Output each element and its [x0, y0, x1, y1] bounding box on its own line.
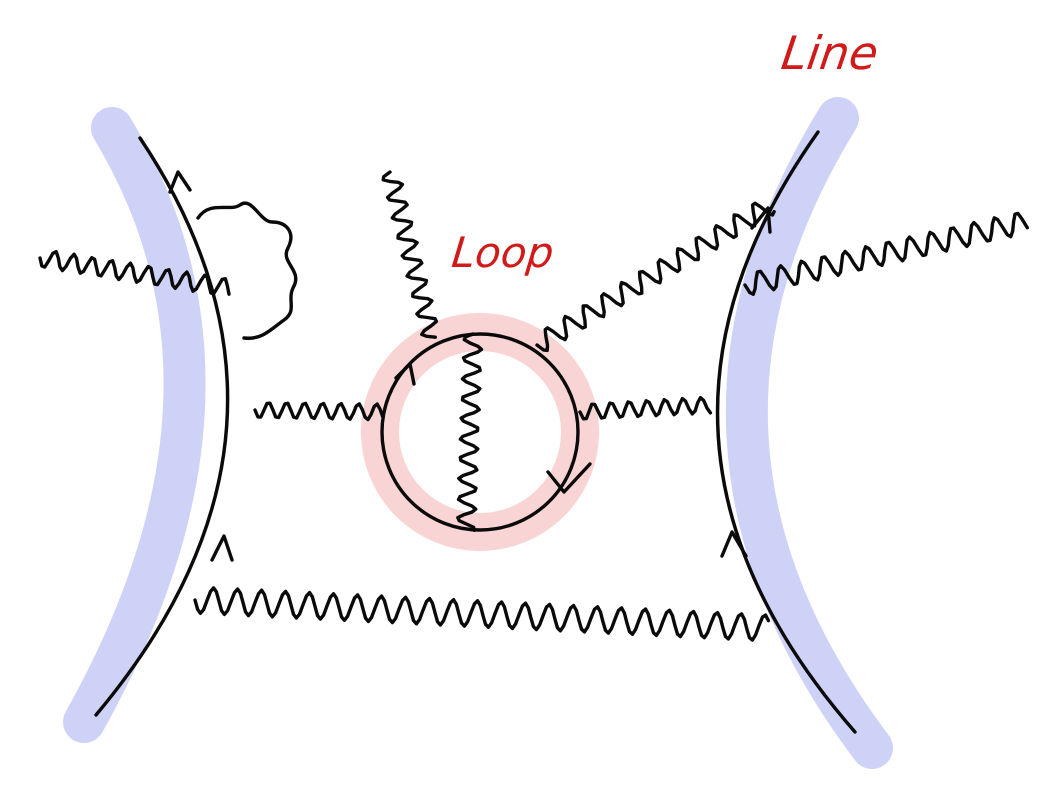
right-fermion-line: [715, 130, 857, 734]
loop-highlight: [361, 313, 599, 551]
photon-right-external: [743, 211, 1029, 296]
photon-left-to-loop: [253, 401, 385, 422]
loop-label: Loop: [449, 228, 557, 277]
photon-bottom-exchange: [193, 586, 771, 642]
arrow-left-upper: [168, 170, 192, 194]
line-label: Line: [778, 26, 882, 80]
right-line-highlight: [725, 97, 893, 769]
photon-loop-to-right: [578, 395, 713, 421]
arrow-loop-lower: [546, 462, 592, 494]
photon-left-self-energy: [196, 201, 298, 340]
photon-loop-to-right-line: [535, 201, 776, 353]
photon-loop-internal: [456, 332, 484, 532]
photon-top-external: [381, 170, 439, 339]
arrow-loop-upper: [394, 362, 416, 386]
fermion-loop: [380, 332, 580, 532]
arrow-right-upper: [750, 206, 772, 234]
left-line-highlight: [63, 107, 206, 743]
photon-left-external: [38, 250, 231, 296]
arrow-right-lower: [720, 530, 748, 558]
arrow-left-lower: [210, 534, 234, 562]
left-fermion-line: [94, 136, 230, 717]
